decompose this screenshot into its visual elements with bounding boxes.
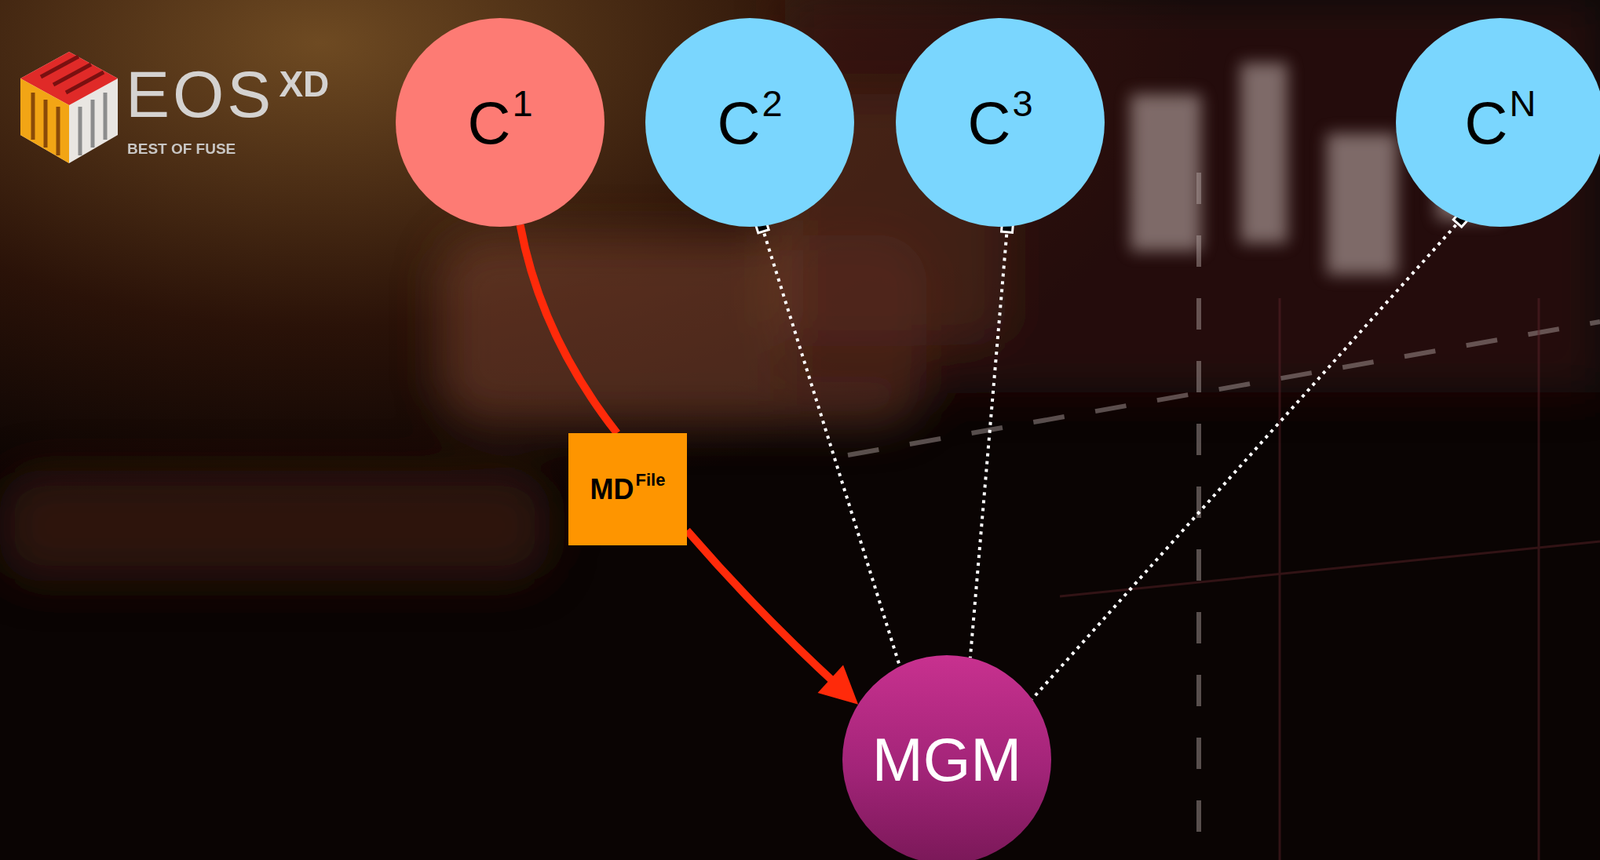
dotted-link [755,219,901,667]
node-label: MD [590,473,635,507]
logo-hex [20,51,118,164]
arrow-head [818,665,859,706]
logo-stripe [91,99,95,148]
grid-line [1537,298,1541,860]
logo-icon [20,51,118,164]
logo-stripe [56,106,61,156]
connector-line [970,226,1008,659]
logo-stripe [43,99,48,148]
grid-line [847,321,1600,456]
superscript-label: File [635,470,666,491]
grid-lines [847,172,1600,860]
connector-line [761,226,900,667]
manager-circle: MGM [842,655,1052,860]
node-label: C [467,88,511,158]
logo-top-stripes [40,56,104,93]
logo-left [20,78,70,164]
grid-line [1196,172,1202,860]
connector-line [686,530,838,686]
superscript-label: 3 [1011,81,1033,125]
connector-line [520,225,618,434]
client-circle: CN [1395,18,1600,227]
dotted-link [970,220,1014,658]
superscript-label: 2 [761,81,782,125]
node-label: C [1464,88,1509,158]
client-circle: C3 [895,18,1105,227]
source-circle: C1 [395,18,605,227]
logo-stripe [103,92,108,140]
file-box: MDFile [568,433,687,546]
logo-tagline: BEST OF FUSE [127,141,236,157]
logo-stripe [78,106,83,156]
logo-right-stripes [80,92,106,156]
blurred-photo [0,0,1600,581]
superscript-label: 1 [511,81,533,125]
blur-band [0,471,550,581]
dotted-link [1031,211,1469,700]
logo-superscript: XD [278,65,329,103]
client-circle: C2 [645,18,855,227]
blur-bar [1240,62,1288,244]
superscript-label: N [1508,81,1536,125]
grid-line [1059,541,1600,597]
logo-left-stripes [32,92,59,156]
logo-stripe [31,92,36,140]
node-label: MGM [872,724,1023,797]
connector-line [1031,219,1462,700]
blur-bar [1326,133,1398,275]
logo-wordmark: EOS [125,61,274,128]
logo-stripe [65,72,104,93]
grid-line [1278,298,1282,860]
blur-bar [1130,94,1202,252]
flow-arrow [520,225,618,434]
node-label: C [716,88,760,158]
node-label: C [967,88,1011,158]
flow-arrow [686,530,859,706]
